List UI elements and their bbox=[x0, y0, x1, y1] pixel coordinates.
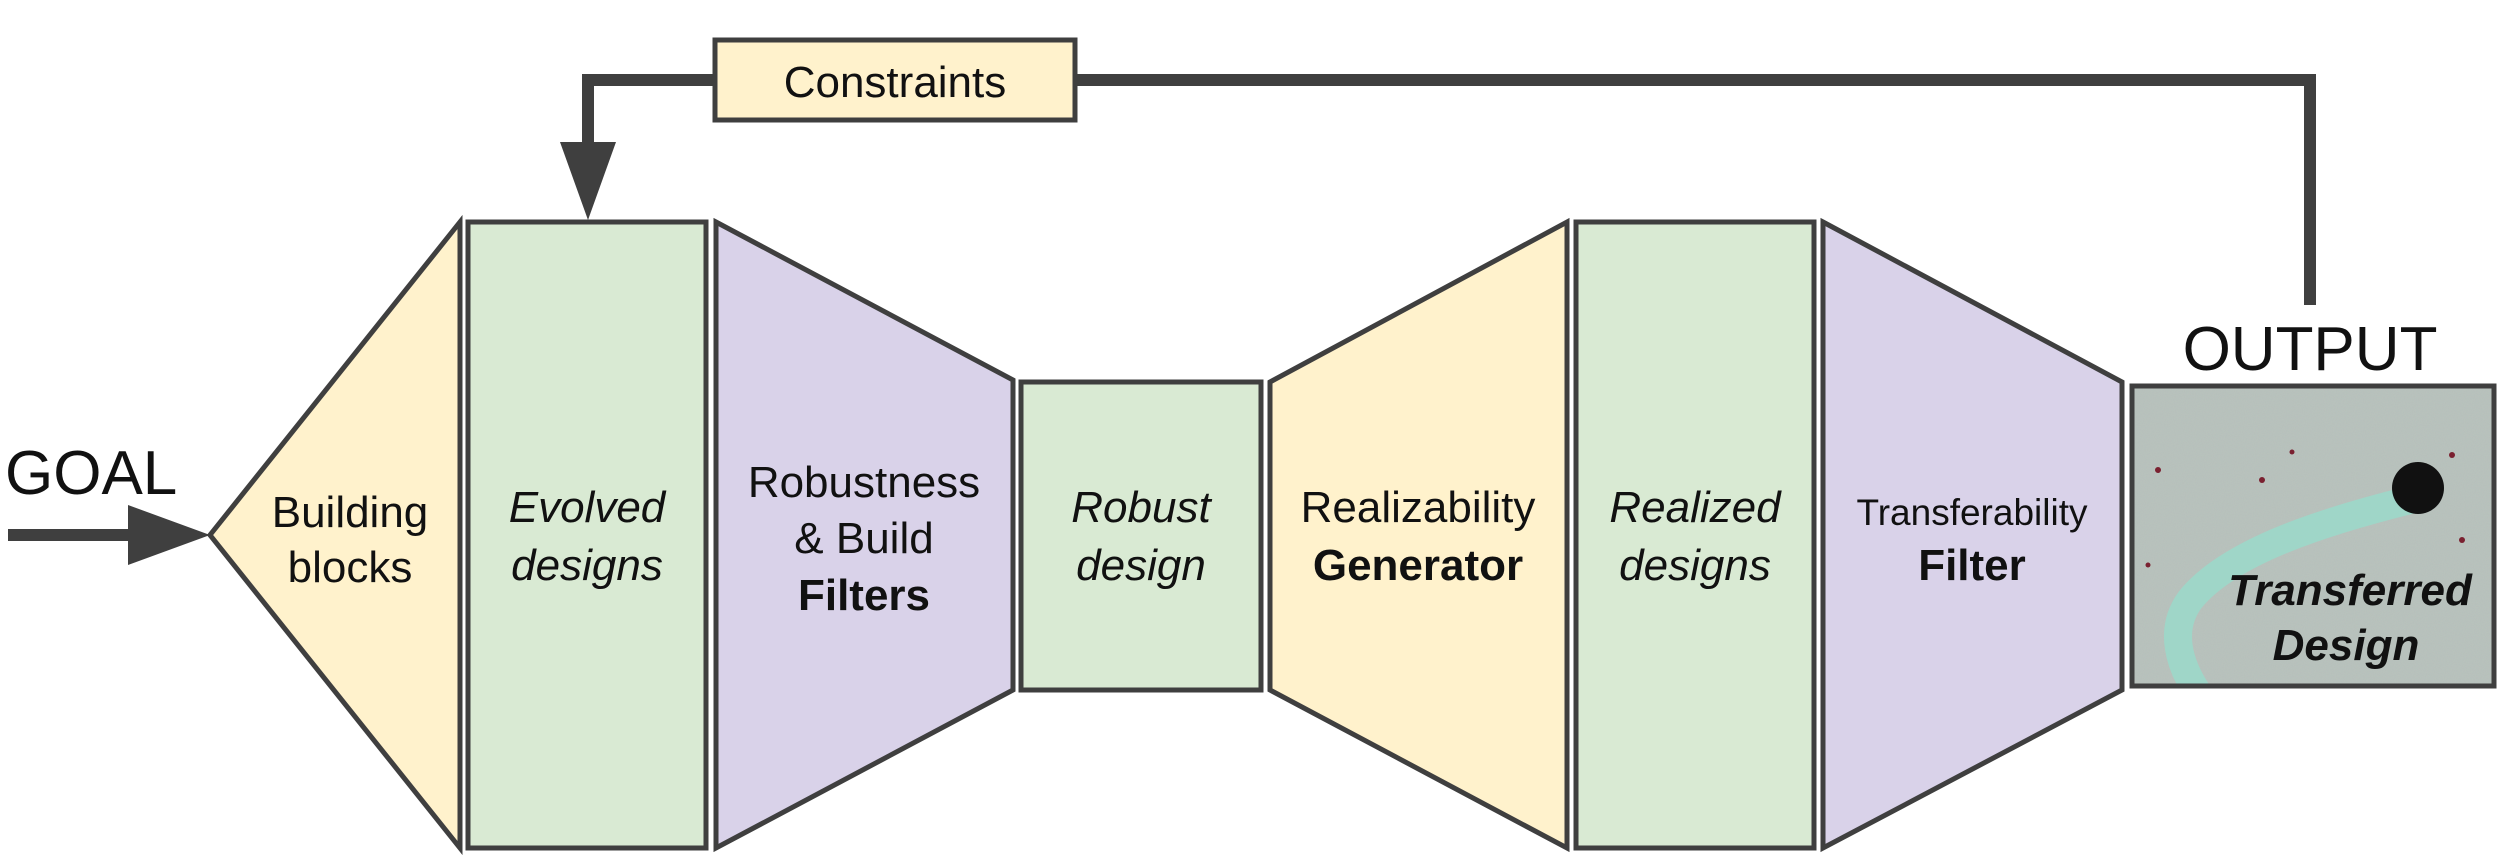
robustness-filters-line3: Filters bbox=[798, 571, 930, 620]
realized-designs-line1: Realized bbox=[1609, 483, 1782, 532]
robust-design-line2: design bbox=[1076, 541, 1206, 590]
feedback-arrowhead bbox=[560, 142, 616, 220]
transferability-filter-stage bbox=[1820, 217, 2125, 853]
realized-designs-line2: designs bbox=[1619, 541, 1771, 590]
speck-5 bbox=[2145, 562, 2151, 568]
transferability-filter-line1: Transferability bbox=[1857, 492, 2088, 533]
robust-design-line1: Robust bbox=[1071, 483, 1212, 532]
speck-4 bbox=[2289, 449, 2295, 455]
constraints-box bbox=[712, 37, 1078, 123]
output-label: OUTPUT bbox=[2183, 315, 2438, 384]
realizability-generator-line2: Generator bbox=[1313, 541, 1523, 590]
constraints-label: Constraints bbox=[784, 58, 1007, 107]
speck-2 bbox=[2259, 477, 2265, 483]
robustness-filters-line2: & Build bbox=[794, 514, 933, 563]
evolved-designs-stage bbox=[465, 219, 709, 851]
design-blob bbox=[2392, 462, 2444, 514]
realized-designs-stage bbox=[1573, 219, 1817, 851]
speck-6 bbox=[2449, 452, 2455, 458]
transferred-design-line2: Design bbox=[2273, 621, 2420, 670]
robustness-filters-line1: Robustness bbox=[748, 458, 980, 507]
robust-design-stage bbox=[1018, 379, 1264, 693]
transferred-design-photo bbox=[2132, 386, 2494, 686]
realizability-generator-line1: Realizability bbox=[1301, 483, 1536, 532]
transferability-filter-line2: Filter bbox=[1918, 541, 2026, 590]
building-blocks-line2: blocks bbox=[288, 543, 413, 592]
building-blocks-stage bbox=[206, 214, 463, 856]
robustness-filters-stage bbox=[713, 217, 1016, 853]
evolved-designs-line2: designs bbox=[511, 541, 663, 590]
goal-label: GOAL bbox=[5, 439, 177, 508]
speck-1 bbox=[2155, 467, 2161, 473]
design-trail bbox=[2164, 486, 2424, 686]
realizability-generator-stage bbox=[1267, 217, 1570, 853]
transferred-design-line1: Transferred bbox=[2228, 566, 2473, 615]
goal-arrowhead bbox=[128, 505, 210, 565]
evolved-designs-line1: Evolved bbox=[509, 483, 667, 532]
photo-frame bbox=[2129, 383, 2497, 689]
feedback-line bbox=[582, 74, 2316, 305]
building-blocks-line1: Building bbox=[272, 488, 429, 537]
speck-3 bbox=[2459, 537, 2465, 543]
